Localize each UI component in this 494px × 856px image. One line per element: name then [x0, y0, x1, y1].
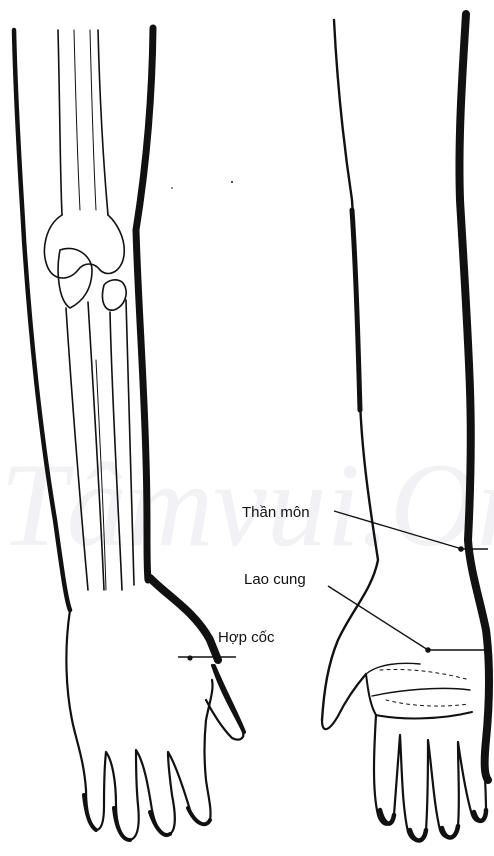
lao-cung-label: Lao cung: [244, 571, 306, 588]
than-mon-label: Thần môn: [242, 504, 310, 521]
right-finger-shade: [380, 810, 486, 841]
right-thumb: [322, 674, 366, 729]
elbow-joint: [44, 215, 124, 278]
left-wrist-shading: [150, 578, 218, 660]
right-arm-left-contour: [322, 20, 378, 720]
speck: [231, 181, 233, 183]
humerus-shaft-lines: [74, 30, 96, 210]
left-hand-outline: [66, 610, 212, 840]
hop-coc-label: Hợp cốc: [218, 629, 275, 646]
palm-crease: [366, 663, 470, 696]
palm-dotted-crease: [380, 669, 470, 706]
left-arm: [14, 28, 244, 840]
humerus: [58, 30, 108, 215]
right-arm-left-shade: [352, 210, 360, 410]
left-thumb: [206, 665, 243, 740]
lao-cung-marker: [328, 586, 490, 653]
hop-coc-marker: [178, 655, 236, 660]
palm-base: [366, 674, 472, 718]
right-arm: [322, 14, 489, 841]
right-arm-right-contour: [459, 14, 489, 780]
speck: [171, 187, 173, 189]
ulna-head: [102, 280, 126, 310]
